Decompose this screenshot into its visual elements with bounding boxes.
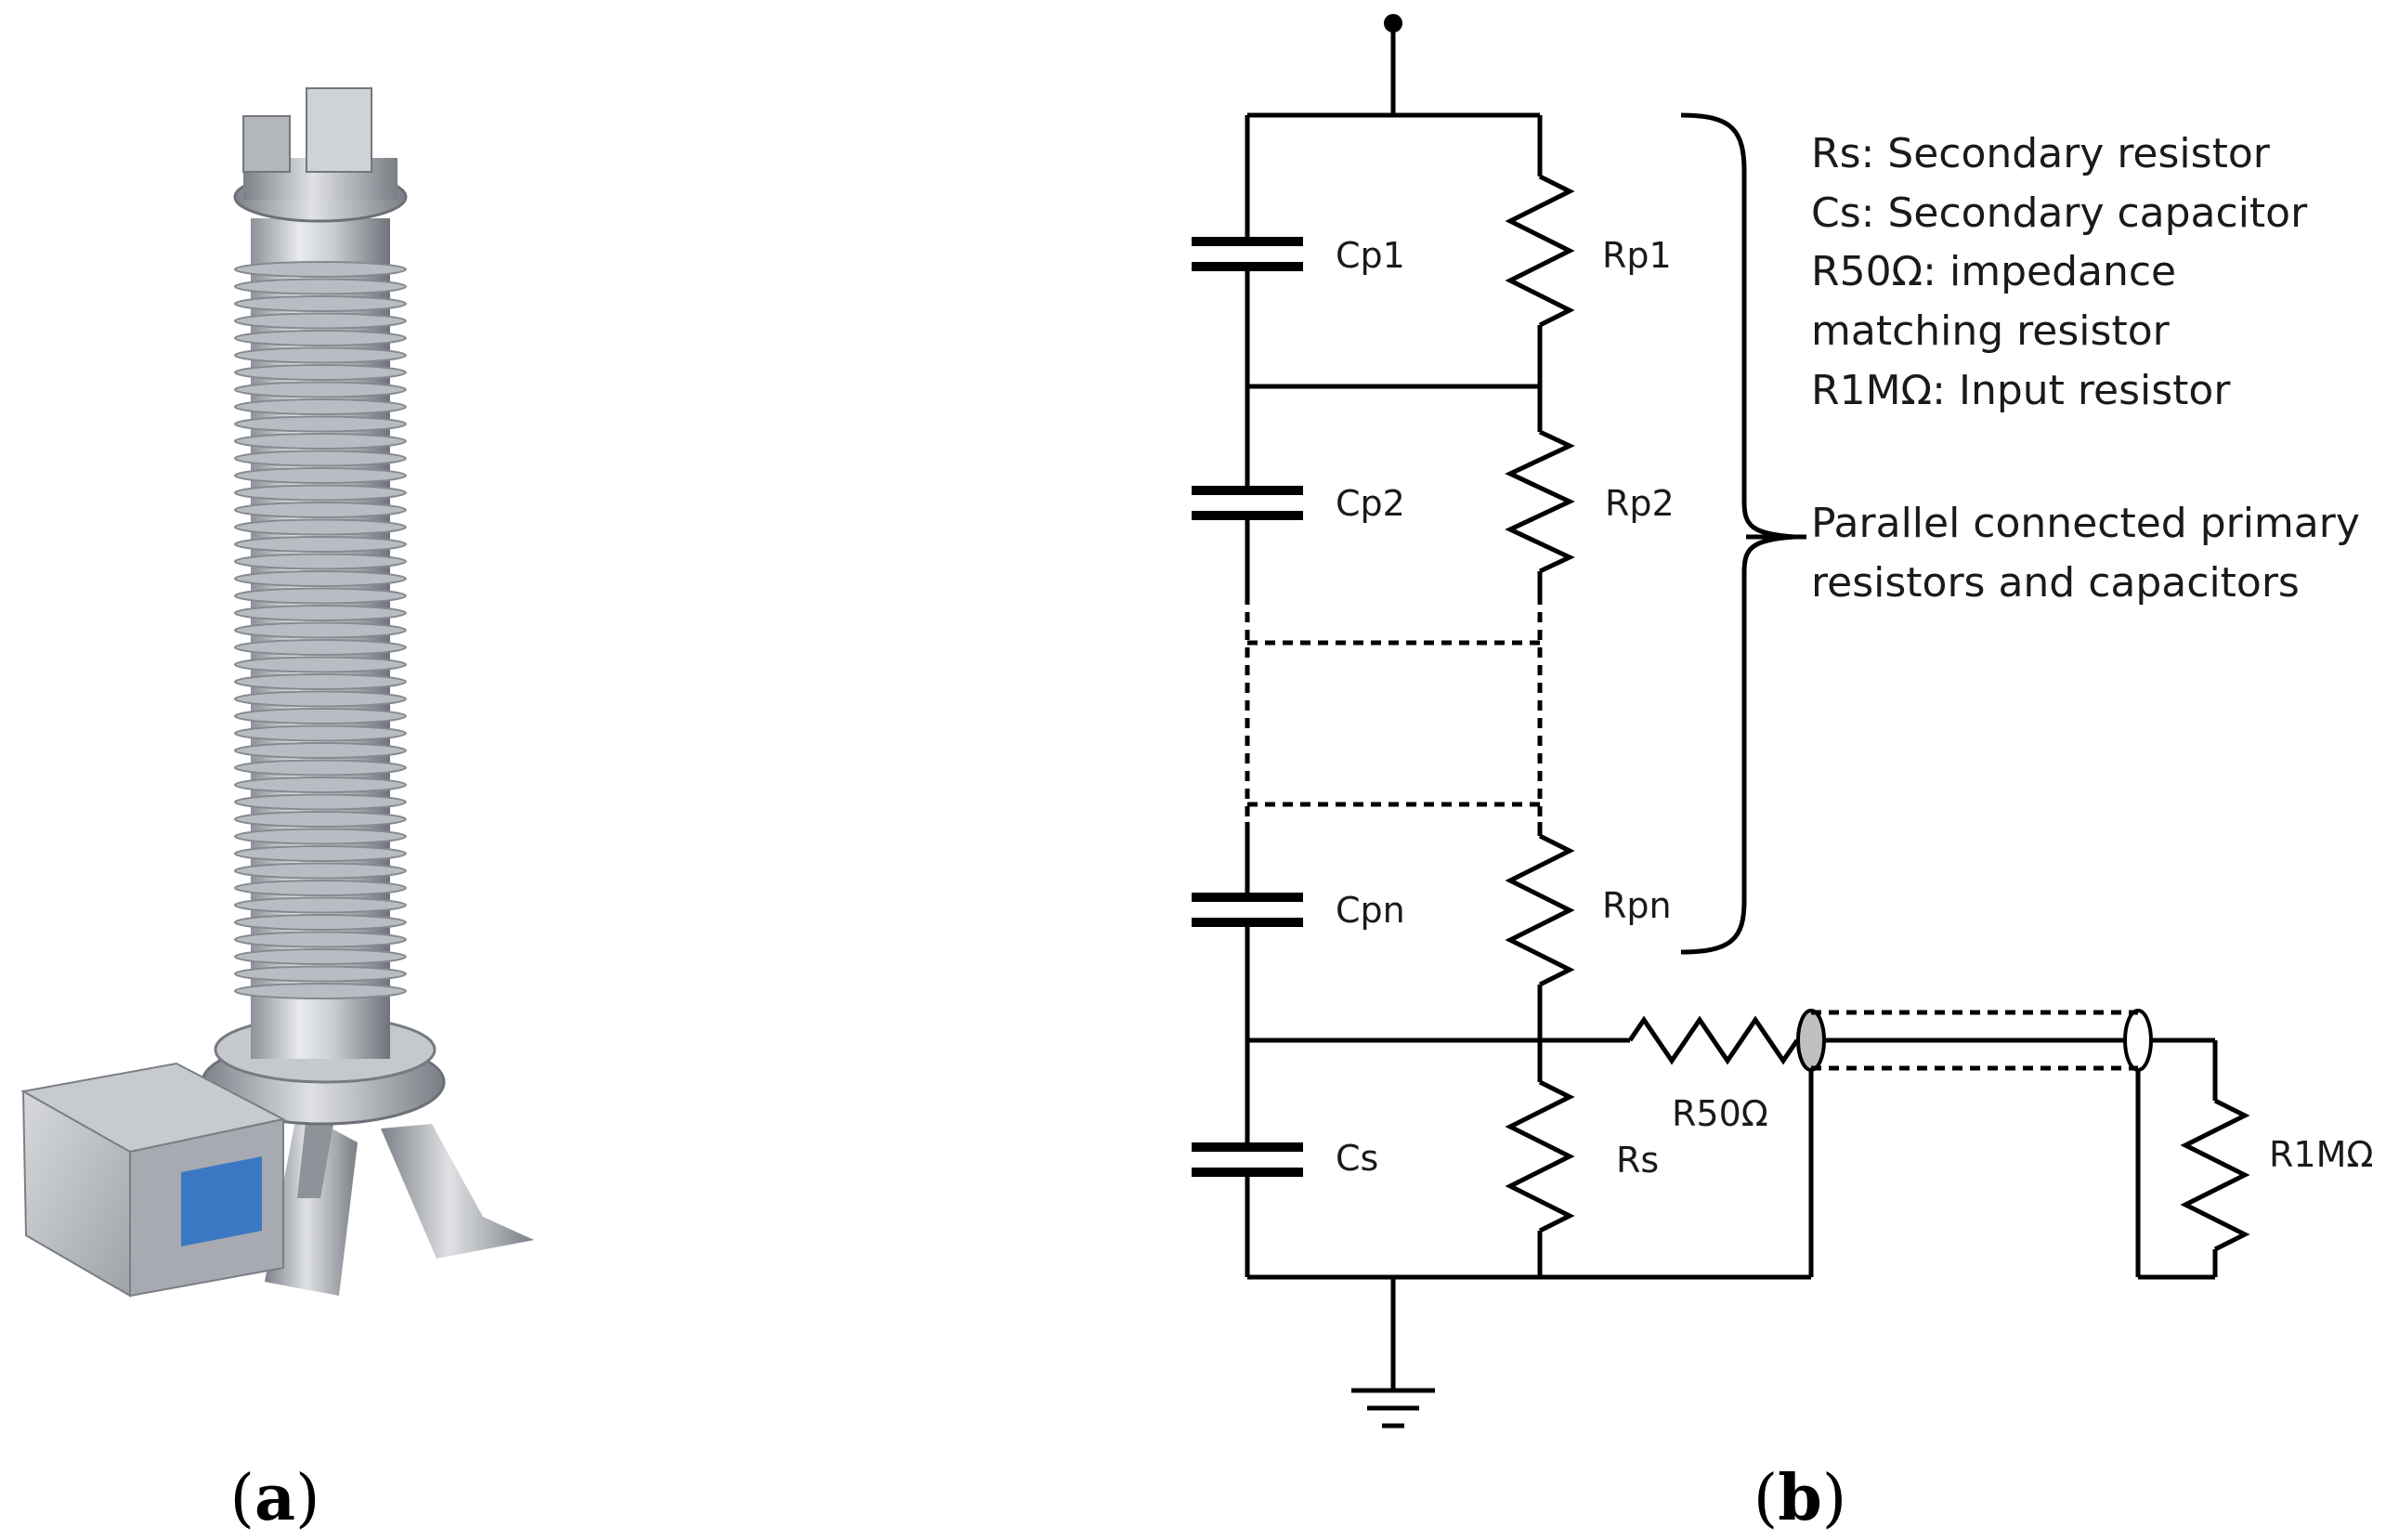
insulator-shed [234,330,407,346]
label-cpn: Cpn [1336,890,1405,931]
panel-b-caption: (b) [1754,1461,1847,1535]
insulator-shed [234,502,407,518]
insulator-shed [234,914,407,931]
insulator-shed [234,673,407,690]
coax-end-left [1796,1009,1826,1072]
insulator-shed [234,759,407,777]
label-rs: Rs [1616,1140,1659,1181]
insulator-shed [234,948,407,965]
label-cs: Cs [1336,1138,1378,1179]
resistor-r50 [1627,1015,1800,1065]
insulator-shed [234,621,407,639]
resistor-rp1 [1505,174,1575,328]
insulator-shed [234,518,407,536]
insulator-shed [234,570,407,587]
insulator-shed [234,312,407,330]
insulator-shed [234,896,407,914]
resistor-rs [1505,1079,1575,1233]
insulator-shed [234,433,407,450]
top-terminal-plate [306,87,372,173]
insulator-shed [234,450,407,467]
coax-end-right [2123,1009,2153,1072]
insulator-shed [234,742,407,759]
top-terminal-block [242,115,291,173]
junction-box-blue-panel [181,1156,262,1246]
insulator-shed [234,381,407,398]
insulator-shed [234,467,407,484]
insulator-shed [234,793,407,811]
capacitor-branch [1192,115,1303,1277]
insulator-shed [234,484,407,502]
resistor-r1m [2180,1098,2250,1252]
ground-symbol [1351,1388,1435,1429]
insulator-shed [234,724,407,742]
insulator-shed [234,364,407,381]
insulator-shed [234,346,407,364]
legend-line: Cs: Secondary capacitor [1811,189,2308,237]
brace-note-line: Parallel connected primary [1811,500,2360,547]
insulator-shed [234,931,407,948]
insulator-shed [234,587,407,605]
insulator-shed [234,605,407,621]
label-rp2: Rp2 [1605,483,1675,524]
insulator-shed [234,639,407,656]
insulator-shed [234,690,407,708]
insulator-shed [234,811,407,828]
resistor-branch [1505,115,1575,1277]
insulator-shed [234,983,407,999]
resistor-rpn [1505,833,1575,987]
label-rpn: Rpn [1602,885,1672,926]
voltage-divider-device-illustration [20,87,534,1298]
base-leg-left [265,1110,358,1296]
legend-line: R1MΩ: Input resistor [1811,367,2231,414]
panel-a-caption: (a) [229,1461,319,1535]
insulator-shed [234,880,407,896]
label-cp2: Cp2 [1336,483,1405,524]
coaxial-cable [1796,1009,2215,1072]
resistor-rp2 [1505,429,1575,574]
insulator-shed [234,777,407,793]
base-leg-back [297,1115,334,1198]
brace-annotation: Parallel connected primary resistors and… [1811,500,2360,607]
legend-line: R50Ω: impedance [1811,248,2176,295]
insulator-sheds [234,261,407,999]
insulator-shed [234,295,407,312]
insulator-shed [234,862,407,880]
insulator-shed [234,845,407,862]
insulator-shed [234,708,407,724]
insulator-shed [234,278,407,295]
label-r50: R50Ω [1672,1093,1768,1134]
label-r1m: R1MΩ [2269,1134,2373,1175]
brace-note-line: resistors and capacitors [1811,559,2300,607]
insulator-shed [234,553,407,570]
label-cp1: Cp1 [1336,235,1405,276]
legend-line: matching resistor [1811,307,2171,355]
insulator-shed [234,656,407,673]
insulator-shed [234,398,407,415]
legend-line: Rs: Secondary resistor [1811,130,2271,177]
label-rp1: Rp1 [1602,235,1672,276]
insulator-shed [234,828,407,845]
base-leg-right [381,1124,534,1259]
grouping-brace [1680,112,1795,955]
component-legend: Rs: Secondary resistor Cs: Secondary cap… [1811,130,2308,414]
insulator-shed [234,415,407,433]
insulator-shed [234,965,407,983]
insulator-shed [234,536,407,553]
circuit-diagram [1192,14,2250,1429]
insulator-shed [234,261,407,278]
